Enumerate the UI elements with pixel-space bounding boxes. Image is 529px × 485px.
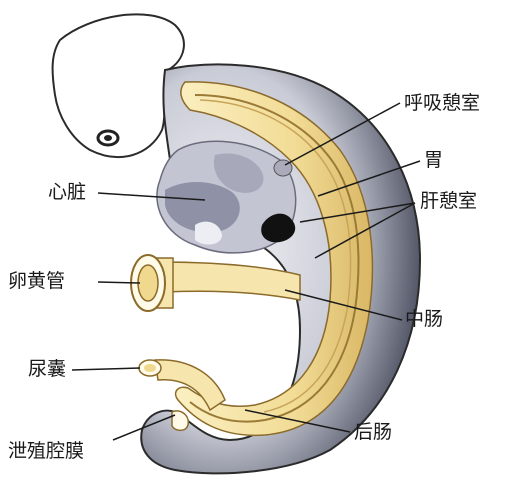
label-hindgut: 后肠: [354, 423, 392, 442]
label-yolk-stalk: 卵黄管: [8, 272, 65, 291]
midgut-loop: [158, 262, 300, 300]
label-cloacal-membrane: 泄殖腔膜: [8, 442, 84, 461]
label-heart: 心脏: [48, 183, 86, 202]
label-allantois: 尿囊: [28, 360, 66, 379]
cloacal-membrane: [172, 411, 188, 431]
label-midgut: 中肠: [405, 310, 443, 329]
label-respiratory-diverticulum: 呼吸憩室: [404, 94, 480, 113]
allantois: [139, 360, 161, 376]
label-stomach: 胃: [424, 151, 443, 170]
label-hepatic-diverticulum: 肝憩室: [420, 192, 477, 211]
